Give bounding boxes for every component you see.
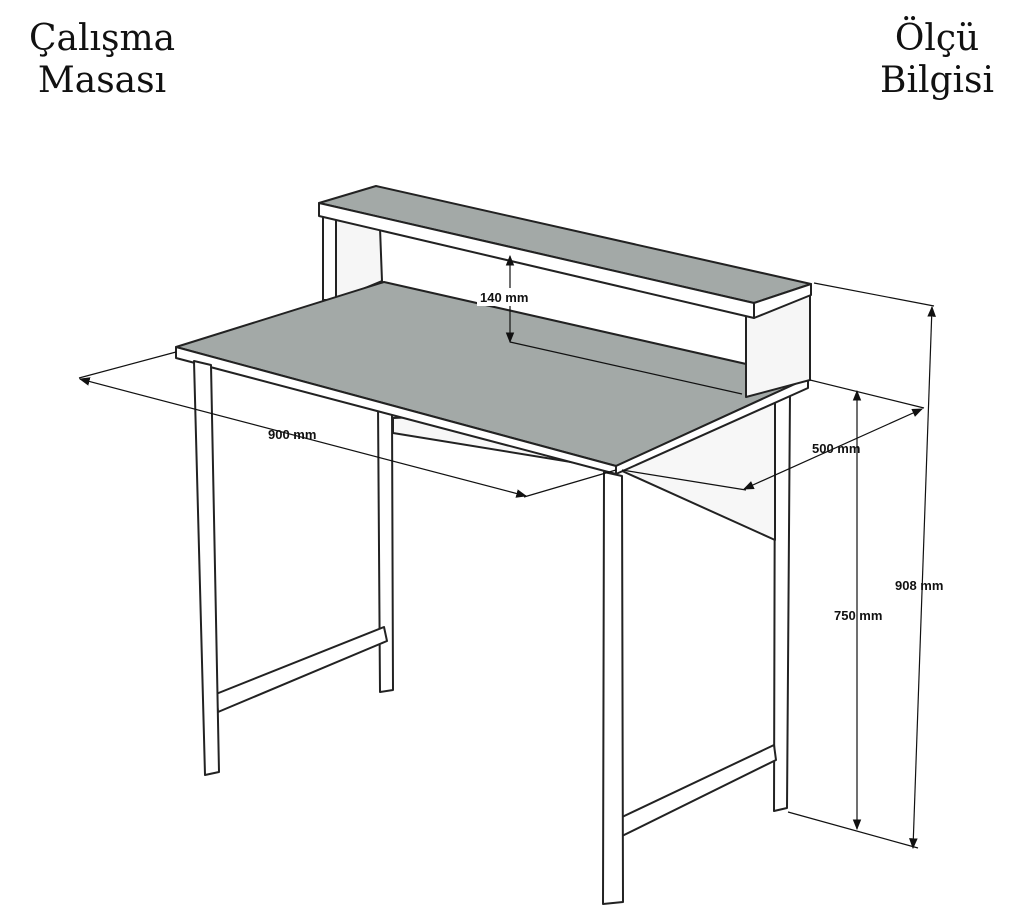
front-right-leg — [602, 471, 624, 905]
depth-extension-right — [809, 379, 925, 409]
right-crossbar — [619, 744, 777, 837]
depth-dimension-line — [743, 408, 923, 490]
product-title: Çalışma Masası — [22, 18, 182, 102]
hutch-height-extension — [509, 341, 743, 395]
product-title-line-2: Masası — [37, 60, 167, 101]
depth-extension-front — [621, 469, 747, 491]
hutch-height-label-bg — [477, 288, 537, 306]
desk-top-side-edge — [615, 377, 809, 475]
total-height-extension-top — [813, 282, 935, 307]
left-crossbar — [215, 626, 388, 713]
back-right-leg — [773, 392, 791, 812]
width-extension-right — [523, 469, 617, 498]
desk-height-extension-bottom — [787, 811, 919, 849]
hutch-shelf-side-edge — [753, 283, 812, 319]
measurement-info-title-line-2: Bilgisi — [879, 60, 995, 101]
total-height-dimension-line — [909, 305, 936, 850]
depth-label: 500 mm — [812, 441, 860, 456]
measurement-info-title: Ölçü Bilgisi — [862, 18, 1012, 102]
front-left-leg — [193, 360, 220, 776]
hutch-height-label: 140 mm — [480, 290, 528, 305]
width-extension-left — [78, 351, 177, 379]
total-height-label: 908 mm — [895, 578, 943, 593]
back-left-leg — [377, 404, 394, 693]
desk-height-label: 750 mm — [834, 608, 882, 623]
width-label: 900 mm — [268, 427, 316, 442]
product-title-line-1: Çalışma — [28, 18, 176, 59]
width-dimension-line — [78, 377, 528, 498]
hutch-left-panel — [322, 213, 337, 301]
measurement-info-title-line-1: Ölçü — [894, 18, 980, 59]
